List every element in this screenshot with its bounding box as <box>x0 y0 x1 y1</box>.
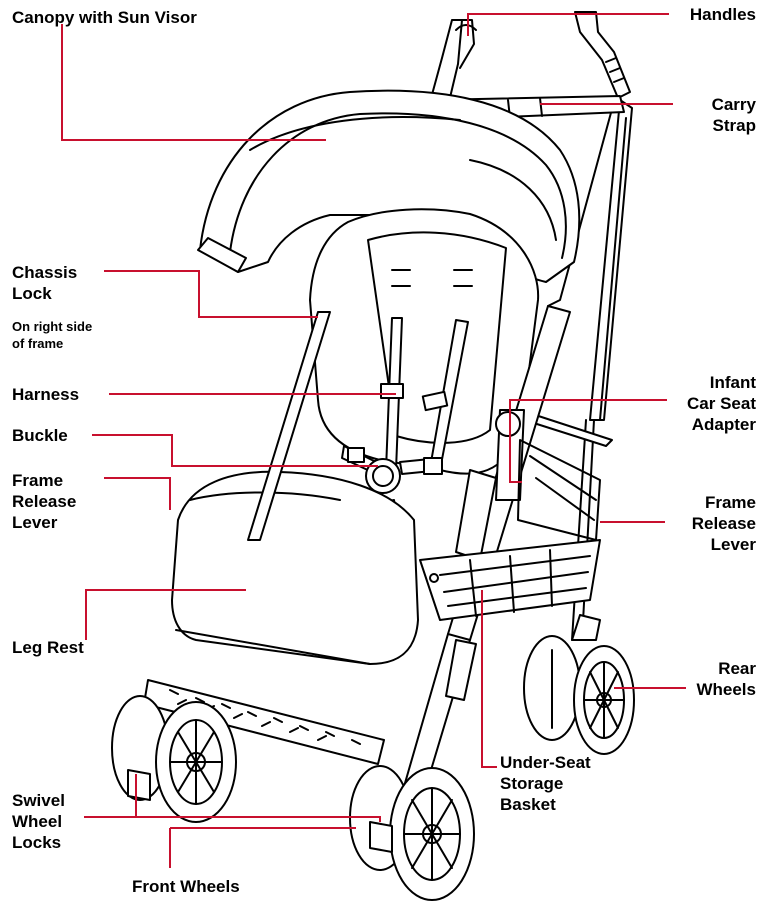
frame-release-right-line-2: Release <box>691 514 756 533</box>
label-leg-rest: Leg Rest <box>12 638 84 657</box>
label-harness: Harness <box>12 385 80 404</box>
leader-lines <box>61 13 686 868</box>
rear-wheels-line-2: Wheels <box>696 680 756 699</box>
frame-release-right-line-1: Frame <box>704 493 756 512</box>
chassis-lock-line-2: Lock <box>12 284 52 303</box>
chassis-note-line-2: of frame <box>12 336 64 351</box>
infant-adapter-line-2: Car Seat <box>687 394 756 413</box>
leader-frame-release-left <box>104 477 171 510</box>
label-frame-release-left: Frame Release Lever <box>12 470 76 533</box>
label-canopy: Canopy with Sun Visor <box>12 8 197 27</box>
leader-swivel-locks <box>84 774 381 822</box>
handle-right <box>574 11 631 99</box>
swivel-locks-line-3: Locks <box>12 833 62 852</box>
label-front-wheels: Front Wheels <box>132 877 240 896</box>
leader-leg-rest <box>85 589 246 640</box>
leader-front-wheels <box>169 827 356 868</box>
basket-line-3: Basket <box>500 795 556 814</box>
leader-handles <box>467 13 669 36</box>
basket-line-1: Under-Seat <box>500 753 591 772</box>
front-right-wheels <box>349 765 475 901</box>
leader-chassis-lock <box>104 270 318 318</box>
label-buckle: Buckle <box>12 426 68 445</box>
label-carry-strap: Carry Strap <box>712 94 756 136</box>
basket-drawing <box>419 439 601 621</box>
chassis-note-line-1: On right side <box>12 319 93 334</box>
swivel-locks-line-2: Wheel <box>12 812 63 831</box>
label-frame-release-right: Frame Release Lever <box>692 492 756 555</box>
frame-release-left-line-2: Release <box>12 492 77 511</box>
label-chassis-lock-note: On right side of frame <box>12 318 92 352</box>
infant-adapter-line-3: Adapter <box>691 415 756 434</box>
frame-release-left-line-3: Lever <box>12 513 58 532</box>
label-rear-wheels: Rear Wheels <box>696 658 756 700</box>
rear-frame <box>517 97 633 641</box>
swivel-locks-line-1: Swivel <box>12 791 65 810</box>
chassis-lock-line-1: Chassis <box>12 263 78 282</box>
infant-adapter-line-1: Infant <box>709 373 756 392</box>
carry-strap-line-1: Carry <box>711 95 756 114</box>
leg-rest <box>171 470 419 665</box>
leader-buckle <box>92 434 378 467</box>
leader-canopy <box>61 24 326 141</box>
label-chassis-lock: Chassis Lock <box>12 262 77 304</box>
label-handles: Handles <box>689 5 756 24</box>
leader-basket <box>481 590 497 768</box>
rear-wheels-line-1: Rear <box>718 659 756 678</box>
rear-wheels-drawing <box>523 635 635 755</box>
basket-line-2: Storage <box>500 774 564 793</box>
carry-strap-line-2: Strap <box>712 116 756 135</box>
leader-infant-adapter <box>509 399 667 483</box>
label-swivel-locks: Swivel Wheel Locks <box>12 790 65 853</box>
frame-release-right-line-3: Lever <box>710 535 756 554</box>
label-infant-adapter: Infant Car Seat Adapter <box>687 372 756 435</box>
frame-release-left-line-1: Frame <box>12 471 64 490</box>
front-left-wheels <box>111 695 237 823</box>
label-basket: Under-Seat Storage Basket <box>500 752 591 815</box>
